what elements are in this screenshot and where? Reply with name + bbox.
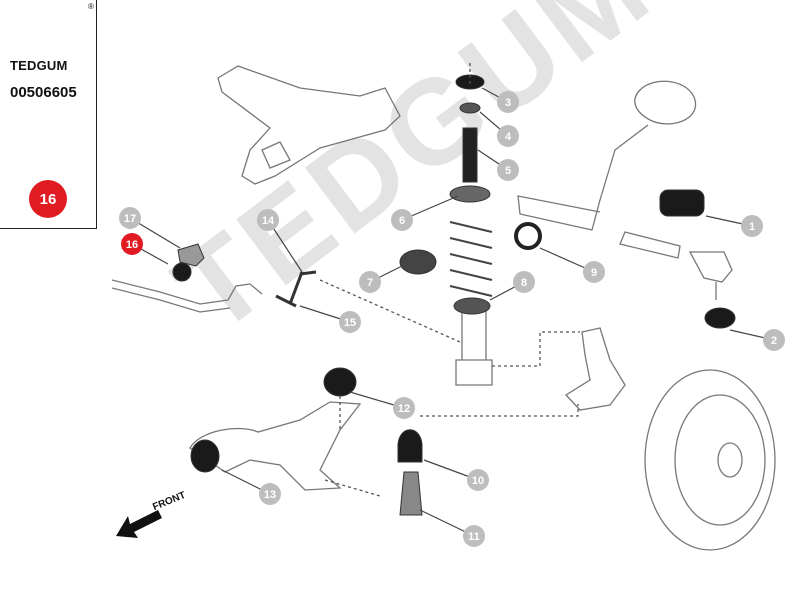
callout-badge-8 bbox=[513, 271, 535, 293]
callout-badge-4 bbox=[497, 125, 519, 147]
callout-number-4: 4 bbox=[505, 131, 512, 143]
callout-number-7: 7 bbox=[367, 277, 373, 289]
callout-number-6: 6 bbox=[399, 215, 405, 227]
callout-number-5: 5 bbox=[505, 165, 511, 177]
callout-badge-2 bbox=[763, 329, 785, 351]
callout-number-9: 9 bbox=[591, 267, 597, 279]
callout-badge-16 bbox=[121, 233, 143, 255]
leader-dashed-balljoint bbox=[324, 60, 471, 497]
spring-seat bbox=[449, 185, 491, 203]
leader-dashed-strut bbox=[319, 279, 461, 343]
callout-number-17: 17 bbox=[124, 213, 136, 225]
highlight-part-badge: 16 bbox=[29, 180, 67, 218]
product-info-panel: ® TEDGUM 00506605 16 bbox=[0, 0, 97, 229]
callout-badge-9 bbox=[583, 261, 605, 283]
steering-knuckle-drawing bbox=[564, 327, 626, 411]
callout-badge-12 bbox=[393, 397, 415, 419]
callout-number-14: 14 bbox=[262, 215, 275, 227]
strut-bearing bbox=[399, 249, 437, 275]
callout-badge-13 bbox=[259, 483, 281, 505]
callout-number-11: 11 bbox=[468, 531, 480, 543]
anti-roll-bar-drawing bbox=[111, 279, 263, 313]
front-arrow-icon bbox=[116, 510, 162, 538]
lower-spring-seat bbox=[453, 297, 491, 315]
bearing-washer bbox=[459, 102, 481, 114]
callout-badge-14 bbox=[257, 209, 279, 231]
callout-badge-7 bbox=[359, 271, 381, 293]
callout-number-2: 2 bbox=[771, 335, 777, 347]
bump-stop bbox=[462, 127, 478, 183]
ball-joint-stud bbox=[399, 471, 423, 516]
coil-spring-drawing bbox=[449, 221, 493, 297]
callout-badge-15 bbox=[339, 311, 361, 333]
registered-mark: ® bbox=[88, 2, 94, 11]
stabilizer-link-lower bbox=[275, 294, 297, 308]
subframe-drawing bbox=[217, 65, 401, 185]
steering-drawing bbox=[517, 80, 697, 259]
callout-badge-3 bbox=[497, 91, 519, 113]
wheel-tire-drawing bbox=[644, 369, 776, 551]
callout-badge-1 bbox=[741, 215, 763, 237]
callout-badge-11 bbox=[463, 525, 485, 547]
leader-dashed-knuckle bbox=[492, 331, 580, 367]
brand-name: TEDGUM bbox=[10, 58, 68, 73]
callout-badge-6 bbox=[391, 209, 413, 231]
callout-number-13: 13 bbox=[264, 489, 276, 501]
tie-rod-end-drawing bbox=[688, 251, 733, 300]
steering-bushing bbox=[514, 222, 542, 250]
callout-number-3: 3 bbox=[505, 97, 511, 109]
stabilizer-bushing bbox=[172, 262, 192, 282]
callout-number-16: 16 bbox=[126, 239, 138, 251]
callout-number-15: 15 bbox=[344, 317, 356, 329]
callout-number-10: 10 bbox=[472, 475, 484, 487]
callout-number-1: 1 bbox=[749, 221, 755, 233]
callout-badge-10 bbox=[467, 469, 489, 491]
callout-badge-5 bbox=[497, 159, 519, 181]
part-number: 00506605 bbox=[10, 84, 77, 101]
strut-drawing bbox=[455, 310, 493, 386]
link-rod-vertical bbox=[288, 271, 304, 305]
ball-joint-boot bbox=[397, 429, 423, 463]
control-arm-drawing bbox=[189, 401, 362, 491]
callout-number-12: 12 bbox=[398, 403, 410, 415]
callout-badge-17 bbox=[119, 207, 141, 229]
callout-number-8: 8 bbox=[521, 277, 527, 289]
steering-boot bbox=[659, 189, 705, 217]
arm-bushing-front bbox=[190, 439, 220, 473]
ball-joint-bushing bbox=[704, 307, 736, 329]
bushing-clamp bbox=[177, 243, 205, 267]
leader-dashed-arm bbox=[339, 396, 579, 430]
